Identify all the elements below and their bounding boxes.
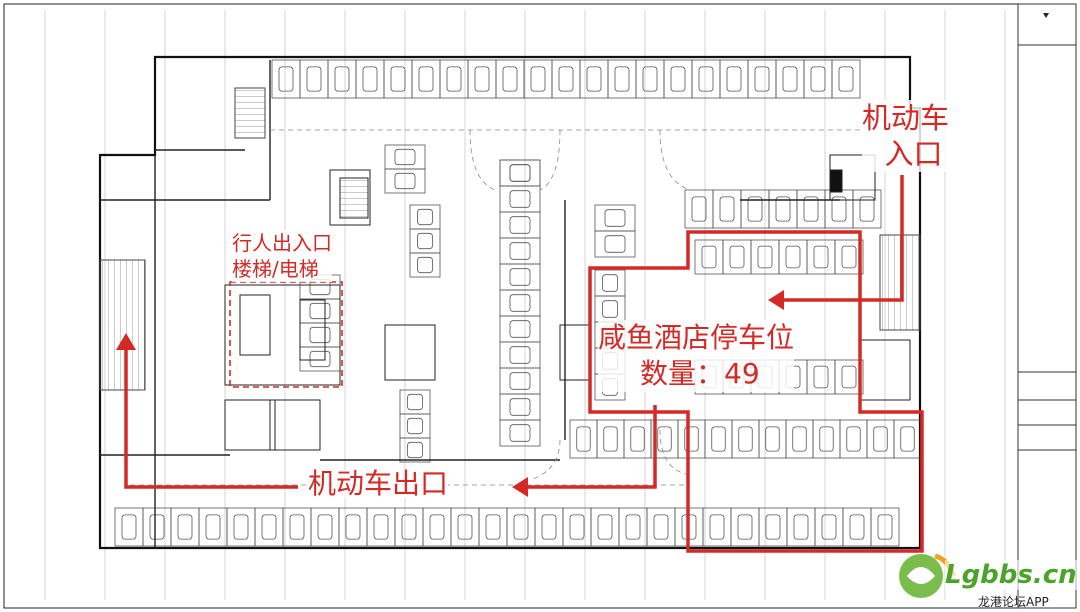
exit-ramp xyxy=(99,259,146,391)
watermark-app: 龙港论坛APP xyxy=(978,595,1049,609)
entrance-arrowhead xyxy=(768,290,784,310)
hotel-parking-boundary xyxy=(588,230,924,553)
building-outline xyxy=(98,55,922,550)
entrance-arrow-line xyxy=(780,175,904,302)
exit-arrowhead-up xyxy=(116,333,136,350)
annotation-overlays xyxy=(124,175,924,553)
vehicle-entrance-label: 机动车 入口 xyxy=(862,100,950,172)
vehicle-exit-label: 机动车出口 xyxy=(308,467,449,500)
pedestrian-access-boundary xyxy=(229,281,343,388)
pedestrian-access-label: 行人出入口 楼梯/电梯 xyxy=(232,230,332,282)
ramp-upper-left xyxy=(234,87,266,139)
core-zone xyxy=(224,154,911,451)
hotel-parking-label: 咸鱼酒店停车位 数量：49 xyxy=(598,320,795,392)
watermark-site: Lgbbs.cn xyxy=(945,560,1077,590)
exit-arrow-line-right xyxy=(525,405,657,489)
title-block xyxy=(1017,3,1077,609)
exit-arrow-line-left xyxy=(124,345,298,489)
dimension-grid xyxy=(44,10,1006,600)
exit-arrowhead-left xyxy=(512,477,528,497)
entrance-ramp xyxy=(879,234,921,331)
annotation-arrowheads xyxy=(116,290,784,497)
